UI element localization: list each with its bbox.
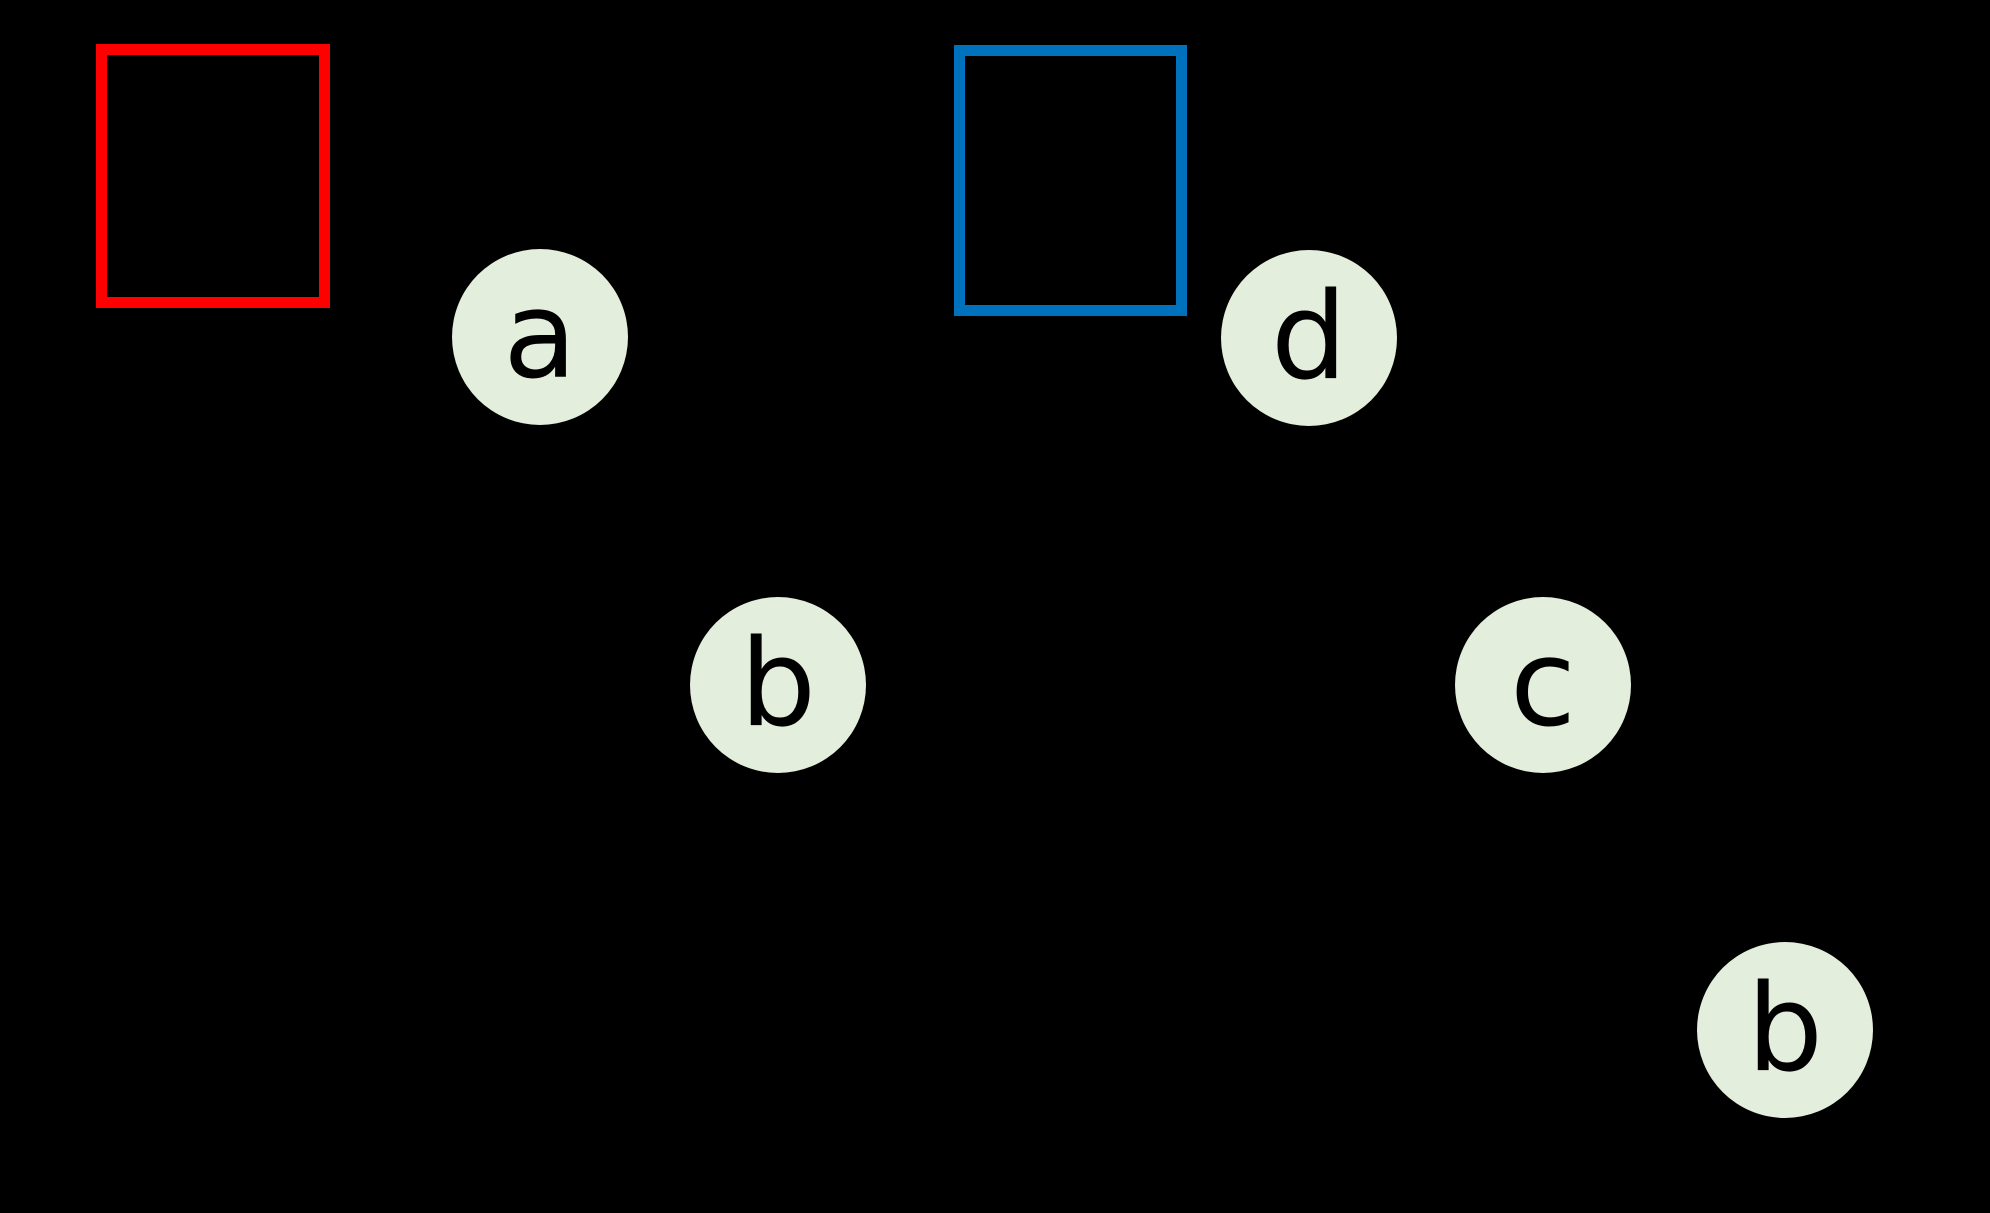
node-c[interactable]: c <box>1455 597 1631 773</box>
node-b-bottom-label: b <box>1746 960 1824 1099</box>
node-d[interactable]: d <box>1221 250 1397 426</box>
node-b-middle[interactable]: b <box>690 597 866 773</box>
node-d-label: d <box>1270 268 1348 407</box>
red-rectangle[interactable] <box>96 44 330 308</box>
node-b-middle-label: b <box>739 615 817 754</box>
node-a[interactable]: a <box>452 249 628 425</box>
node-c-label: c <box>1510 615 1576 754</box>
blue-rectangle[interactable] <box>954 45 1187 316</box>
node-b-bottom[interactable]: b <box>1697 942 1873 1118</box>
node-a-label: a <box>503 267 577 406</box>
